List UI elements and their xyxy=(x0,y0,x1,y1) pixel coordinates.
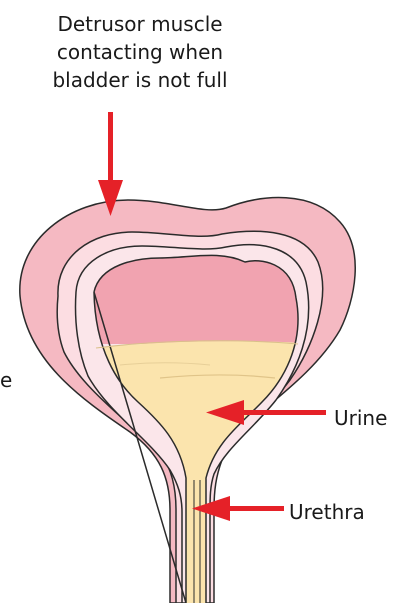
urine-label: Urine xyxy=(334,404,387,432)
urethra-label: Urethra xyxy=(289,498,365,526)
title-line-1: Detrusor muscle xyxy=(40,10,240,38)
title-line-3: bladder is not full xyxy=(40,66,240,94)
detrusor-muscle-label: Detrusor muscle contacting when bladder … xyxy=(40,10,240,94)
title-line-2: contacting when xyxy=(40,38,240,66)
cropped-left-label: e xyxy=(0,366,12,394)
